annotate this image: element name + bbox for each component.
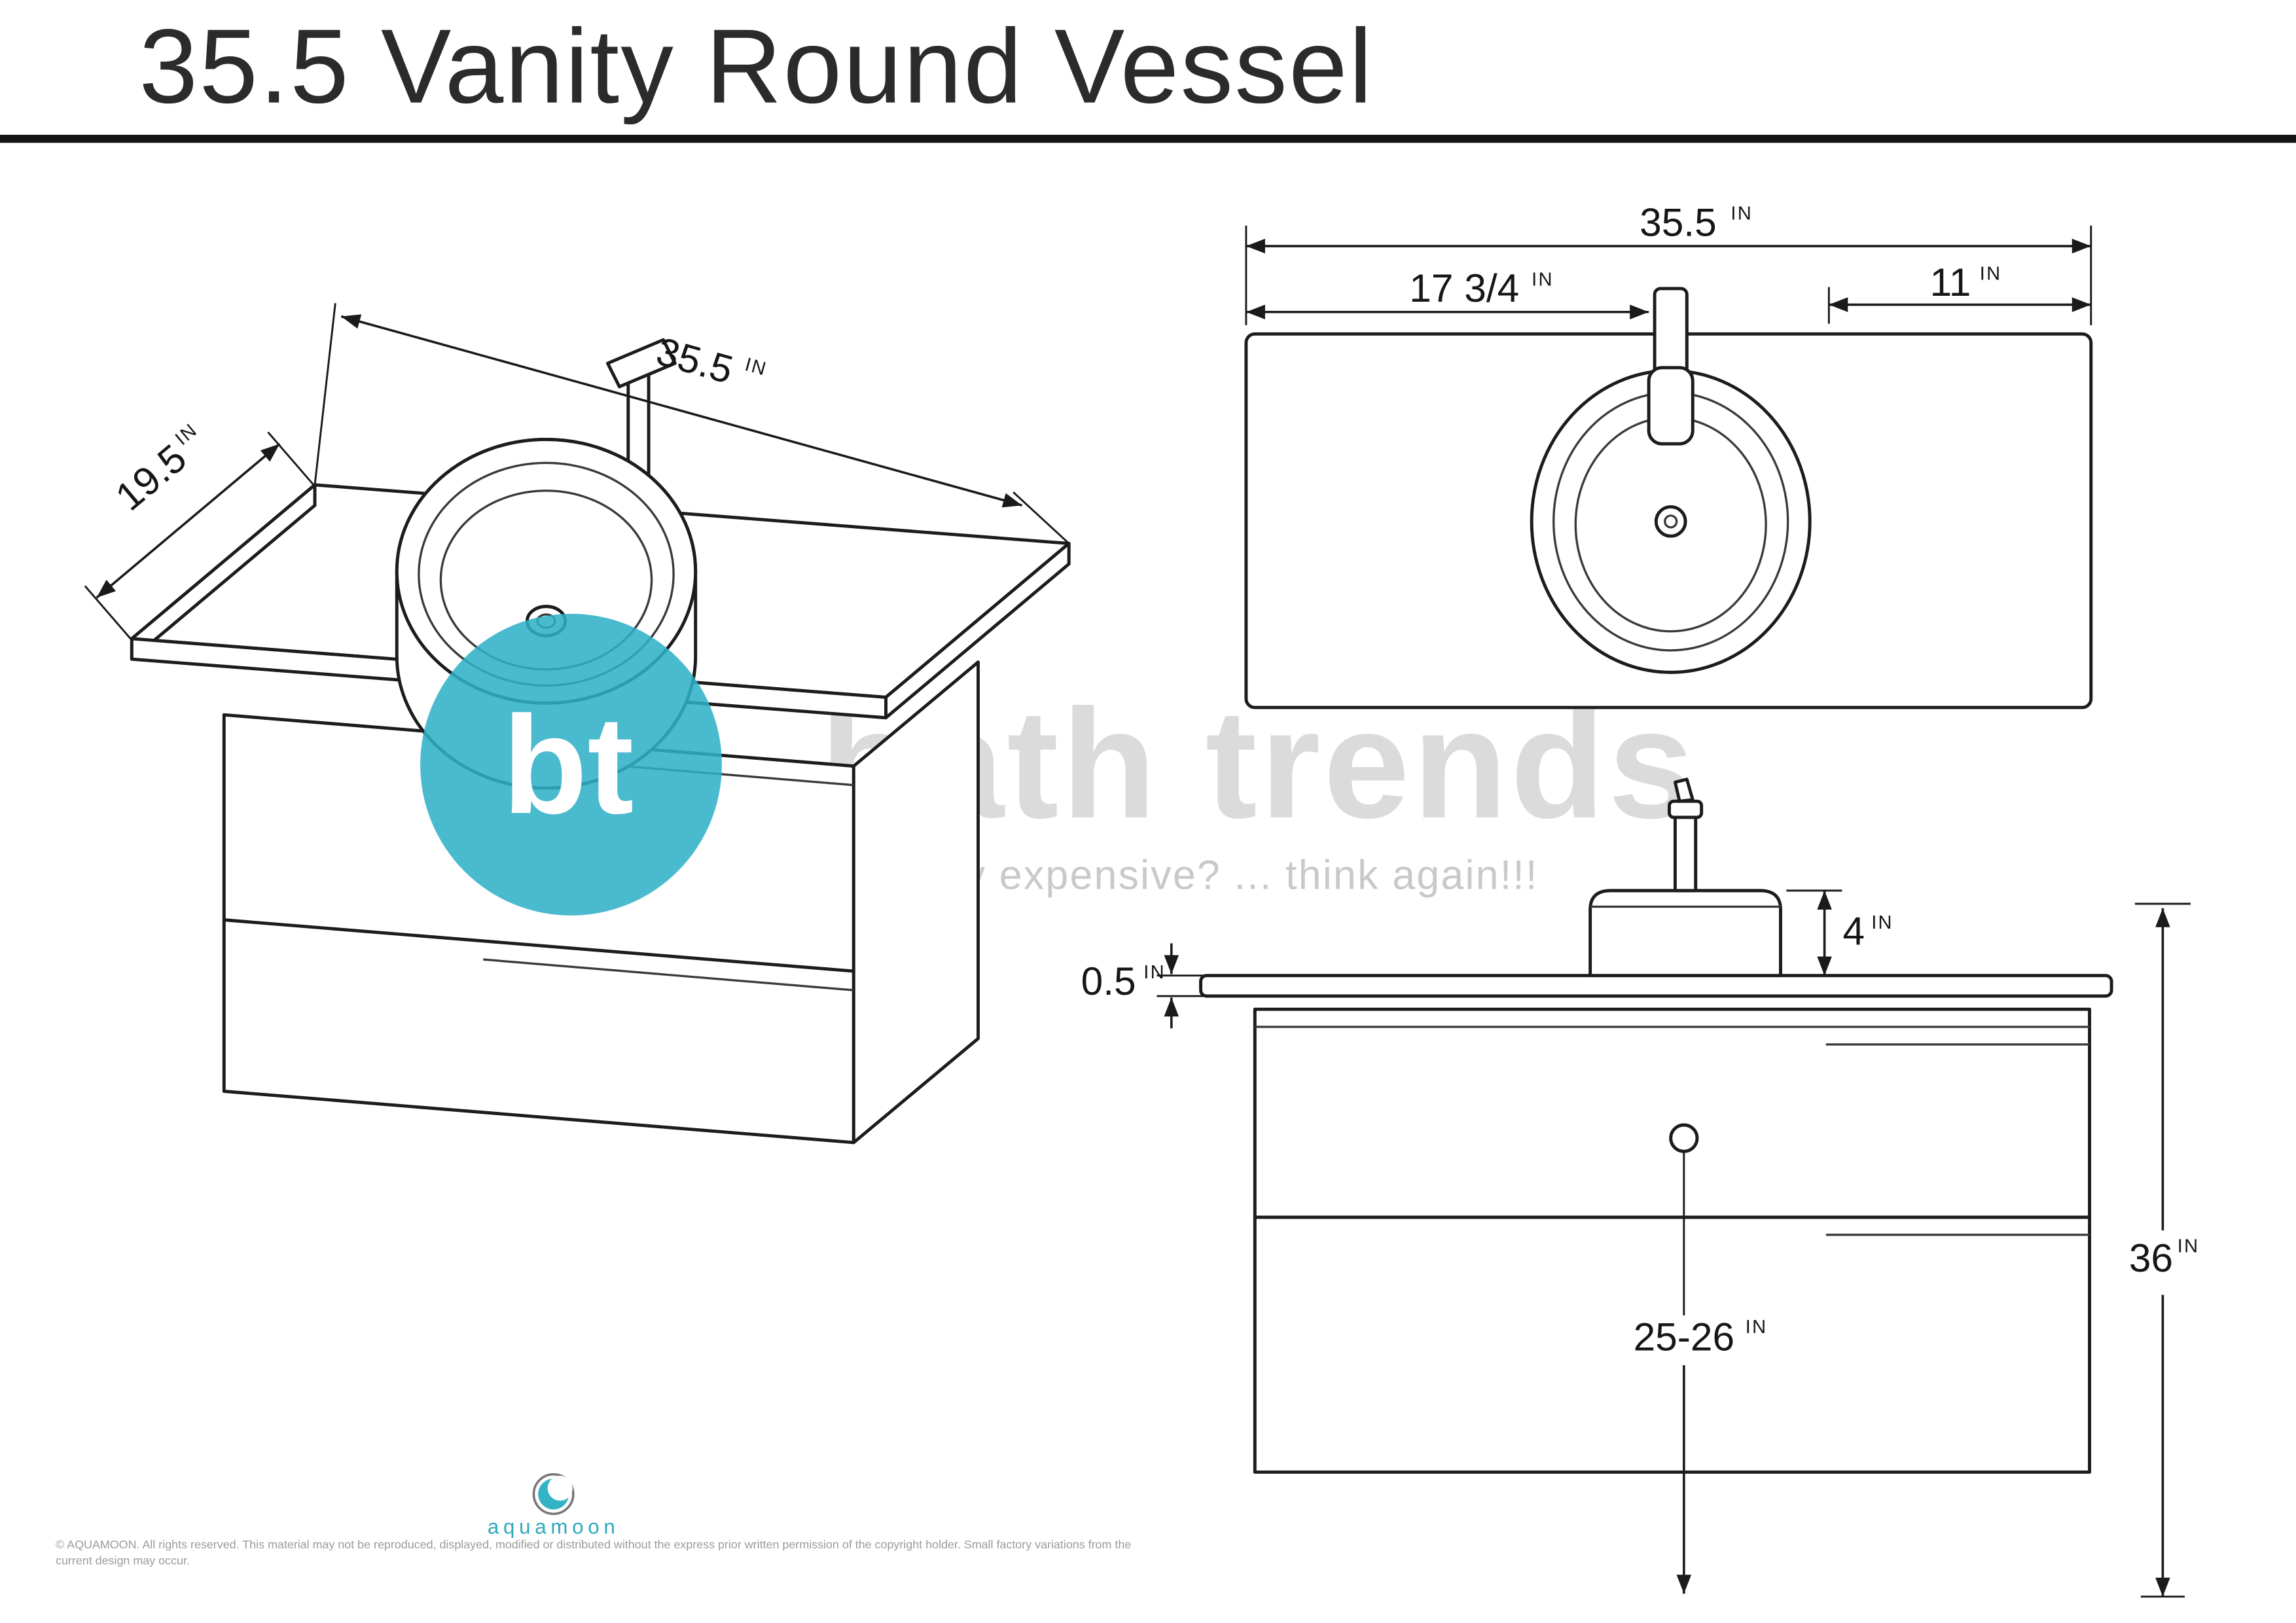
front-faucet <box>1667 777 1704 893</box>
front-vessel-height-dimension: 4 IN <box>1786 889 1893 976</box>
front-vessel-height-value: 4 <box>1843 909 1865 954</box>
top-faucet-offset-dimension: 17 3/4 IN <box>1246 266 1649 320</box>
front-overall-height-value: 36 <box>2129 1236 2173 1280</box>
front-cabinet <box>1253 1007 2092 1474</box>
fine-print-line2: current design may occur. <box>56 1554 190 1567</box>
top-faucet-offset-unit: IN <box>1532 269 1554 290</box>
front-counter-thickness-value: 0.5 <box>1081 959 1136 1003</box>
iso-width-unit: IN <box>743 354 770 380</box>
fine-print-line1: © AQUAMOON. All rights reserved. This ma… <box>56 1538 1131 1551</box>
top-faucet <box>1647 287 1695 446</box>
top-view: 35.5 IN 17 3/4 IN 11 IN <box>1244 200 2093 709</box>
iso-counter-right-edge <box>884 541 1071 720</box>
watermark-logo-circle <box>420 613 722 916</box>
top-faucet-offset-value: 17 3/4 <box>1409 266 1519 310</box>
watermark-logo: bt <box>420 613 722 916</box>
aquamoon-logo-icon <box>532 1473 575 1516</box>
top-width-value: 35.5 <box>1640 200 1717 244</box>
top-width-dimension: 35.5 IN <box>1245 200 2092 325</box>
iso-depth-value: 19.5 <box>107 435 194 519</box>
front-view: 0.5 IN 4 IN 36 IN 25-26 <box>1081 777 2200 1598</box>
front-counter-thickness-unit: IN <box>1143 962 1166 983</box>
watermark-logo-initials: bt <box>503 688 634 843</box>
front-drain-height-unit: IN <box>1746 1317 1768 1338</box>
top-width-unit: IN <box>1731 204 1753 224</box>
front-vessel-height-unit: IN <box>1871 912 1893 933</box>
front-drain-height-value: 25-26 <box>1634 1315 1734 1359</box>
header-divider <box>0 134 2296 143</box>
top-side-offset-unit: IN <box>1980 264 2002 285</box>
top-side-offset-dimension: 11 IN <box>1827 260 2091 324</box>
front-vessel-sink <box>1588 889 1782 978</box>
aquamoon-logo-text: aquamoon <box>488 1515 620 1538</box>
front-overall-height-unit: IN <box>2178 1236 2200 1257</box>
front-counter <box>1199 974 2113 998</box>
top-side-offset-value: 11 <box>1930 260 1971 304</box>
iso-cabinet-side <box>852 660 980 1145</box>
front-drain-height-dimension: 25-26 IN <box>1634 1151 1768 1594</box>
front-counter-thickness-dimension: 0.5 IN <box>1081 943 1204 1029</box>
footer: aquamoon © AQUAMOON. All rights reserved… <box>56 1473 1131 1567</box>
page-title: 35.5 Vanity Round Vessel <box>139 8 1374 126</box>
iso-depth-unit: IN <box>171 419 202 450</box>
front-overall-height-dimension: 36 IN <box>2129 902 2200 1598</box>
front-drawer-lines <box>1253 1026 2092 1236</box>
iso-width-value: 35.5 <box>652 329 738 392</box>
